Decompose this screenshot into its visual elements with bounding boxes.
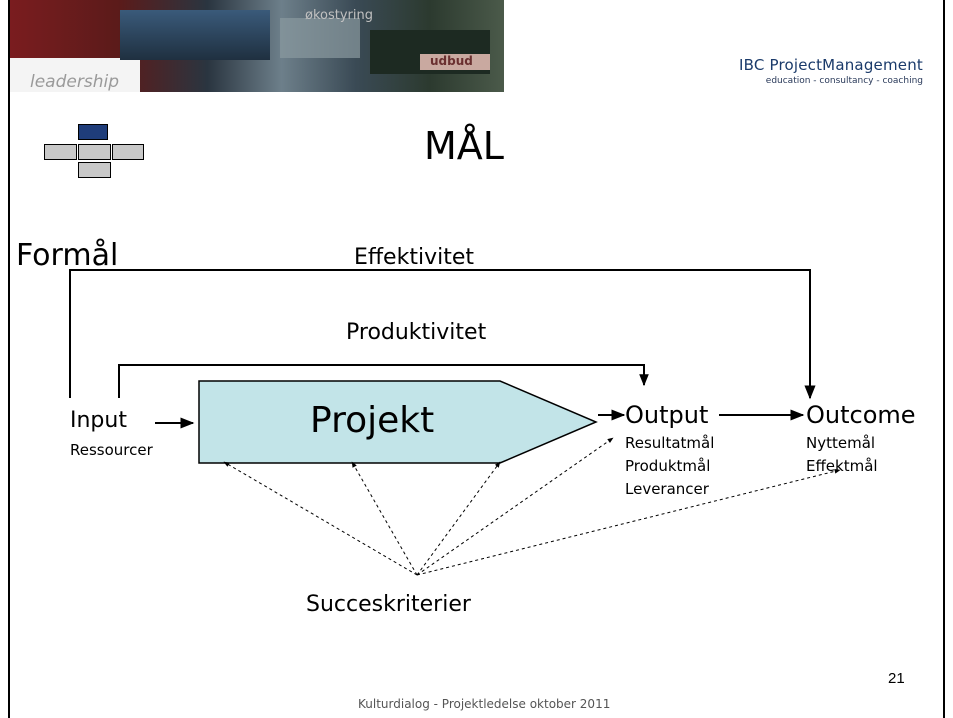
dashed-arrow xyxy=(416,437,614,576)
output-label: Output xyxy=(625,401,709,429)
slide-number: 21 xyxy=(888,670,905,687)
formal-label: Formål xyxy=(16,238,119,273)
succes-dashed-arrows xyxy=(223,437,841,576)
outcome-sub-label: Effektmål xyxy=(806,457,878,475)
banner-panel xyxy=(420,54,490,70)
output-sub-label: Resultatmål xyxy=(625,434,715,452)
dashed-arrow xyxy=(351,461,418,576)
produktivitet-label: Produktivitet xyxy=(346,320,487,345)
header-banner-image: leadership økostyring udbud xyxy=(10,0,504,92)
input-sub-label: Ressourcer xyxy=(70,441,153,459)
banner-panel xyxy=(120,10,270,60)
effektivitet-arrow xyxy=(69,269,816,400)
outcome-label: Outcome xyxy=(806,401,916,429)
block-icon-part xyxy=(78,124,108,140)
slide-frame-left xyxy=(8,0,10,718)
block-icon-part xyxy=(44,144,77,160)
brand-tagline: education - consultancy - coaching xyxy=(765,76,923,86)
output-sub-label: Produktmål xyxy=(625,457,711,475)
output-sub-label: Leverancer xyxy=(625,480,709,498)
block-icon-part xyxy=(78,162,111,178)
block-icon-part xyxy=(78,144,111,160)
brand-logo: IBC ProjectManagement education - consul… xyxy=(739,56,923,86)
brand-name: IBC ProjectManagement xyxy=(738,56,923,74)
input-label: Input xyxy=(70,408,127,433)
block-icon-part xyxy=(112,144,144,160)
banner-panel xyxy=(280,18,360,58)
effektivitet-label: Effektivitet xyxy=(354,245,474,270)
projekt-label: Projekt xyxy=(310,400,435,441)
projekt-shape xyxy=(198,380,598,464)
dashed-arrow xyxy=(416,461,501,576)
page-title: MÅL xyxy=(424,124,504,168)
banner-word-leadership: leadership xyxy=(30,72,119,92)
banner-panel xyxy=(10,58,140,92)
dashed-arrow xyxy=(416,468,841,576)
banner-word-okostyring: økostyring xyxy=(305,8,373,23)
produktivitet-arrow xyxy=(118,364,649,398)
succeskriterier-label: Succeskriterier xyxy=(306,592,471,617)
banner-word-udbud: udbud xyxy=(430,54,473,68)
slide-footer: Kulturdialog - Projektledelse oktober 20… xyxy=(358,697,611,711)
slide-frame-right xyxy=(943,0,945,718)
dashed-arrow xyxy=(223,461,418,576)
outcome-sub-label: Nyttemål xyxy=(806,434,876,452)
